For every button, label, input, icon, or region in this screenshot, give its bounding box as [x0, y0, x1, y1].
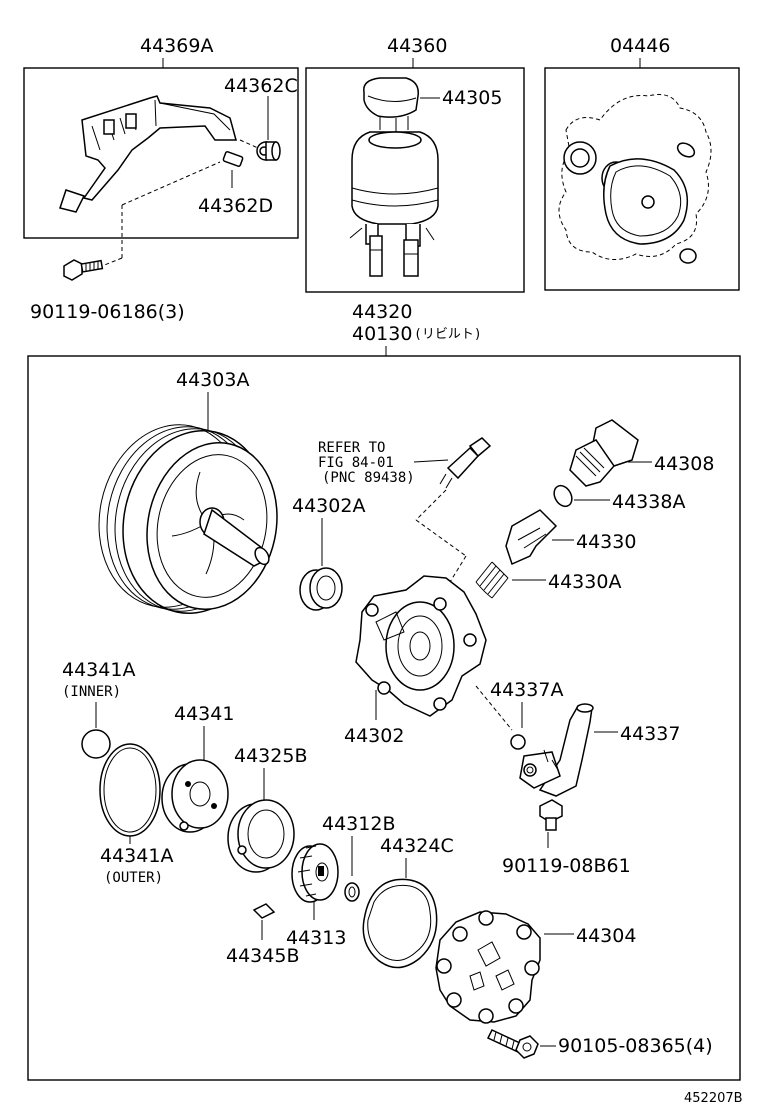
fitting-44308: 44308	[569, 419, 714, 487]
label-44330A[interactable]: 44330A	[548, 571, 621, 593]
union-44337	[519, 703, 594, 797]
reservoir-group: 44360 44305	[305, 35, 525, 293]
bracket-box	[23, 67, 299, 239]
bracket-44369A	[59, 95, 237, 213]
refer-note: REFER TO FIG 84-01 (PNC 89438)	[318, 437, 492, 583]
cushion-44362C	[256, 141, 281, 161]
label-44341A-outer[interactable]: 44341A	[100, 845, 173, 867]
rear-housing-44304	[435, 910, 541, 1024]
label-44305[interactable]: 44305	[442, 87, 502, 109]
label-44320[interactable]: 44320	[352, 301, 412, 323]
rotor-44313	[291, 843, 339, 903]
label-44337[interactable]: 44337	[620, 723, 680, 745]
label-90119-06186[interactable]: 90119-06186(3)	[30, 301, 185, 323]
o-ring-44341A-inner	[81, 729, 111, 759]
gasket-kit-box	[544, 67, 740, 291]
pump-assembly-box	[27, 355, 741, 1081]
label-44312B[interactable]: 44312B	[322, 813, 395, 835]
label-44362D[interactable]: 44362D	[198, 195, 273, 217]
o-ring-44338A: 44338A	[553, 484, 685, 513]
label-44338A[interactable]: 44338A	[612, 491, 685, 513]
side-plate-44341	[161, 759, 229, 833]
bolt-90119-08B61	[539, 799, 563, 848]
pump-housing-44302	[355, 575, 487, 717]
refer-line-3: (PNC 89438)	[322, 470, 415, 486]
label-44325B[interactable]: 44325B	[234, 745, 307, 767]
label-44302[interactable]: 44302	[344, 725, 404, 747]
reservoir-box	[305, 67, 525, 293]
label-44324C[interactable]: 44324C	[380, 835, 454, 857]
label-outer-note: (OUTER)	[104, 870, 163, 886]
spring-44330A: 44330A	[475, 561, 621, 599]
vane-44345B	[252, 903, 276, 919]
label-44337A[interactable]: 44337A	[490, 679, 563, 701]
valve-44330: 44330	[505, 509, 636, 566]
cap-44305	[363, 77, 419, 134]
collar-44362D	[222, 151, 244, 167]
label-44304[interactable]: 44304	[576, 925, 636, 947]
bolt-90105-08365	[486, 1029, 539, 1059]
cam-ring-44325B	[227, 799, 295, 873]
gasket-kit-group: 04446	[544, 35, 740, 291]
label-40130[interactable]: 40130	[352, 323, 412, 345]
label-inner-note: (INNER)	[62, 684, 121, 700]
label-44369A[interactable]: 44369A	[140, 35, 213, 57]
gasket-kit-04446	[558, 94, 712, 264]
o-ring-44337A	[510, 734, 526, 750]
label-44341A-inner[interactable]: 44341A	[62, 659, 135, 681]
label-44360[interactable]: 44360	[387, 35, 447, 57]
gasket-44324C	[362, 878, 438, 969]
label-44308[interactable]: 44308	[654, 453, 714, 475]
o-ring-44341A-outer	[99, 743, 161, 837]
refer-line-2[interactable]: FIG 84-01	[318, 455, 394, 471]
label-90105-08365[interactable]: 90105-08365(4)	[558, 1035, 713, 1057]
label-44330[interactable]: 44330	[576, 531, 636, 553]
figure-id: 452207B	[684, 1091, 743, 1106]
label-44303A[interactable]: 44303A	[176, 369, 249, 391]
snap-ring-44312B	[344, 882, 360, 902]
label-40130-rebuilt-note: (リビルト)	[414, 327, 482, 342]
label-04446[interactable]: 04446	[610, 35, 670, 57]
label-44341[interactable]: 44341	[174, 703, 234, 725]
label-44362C[interactable]: 44362C	[224, 75, 298, 97]
bearing-44302A: 44302A	[292, 495, 365, 611]
label-90119-08B61[interactable]: 90119-08B61	[502, 855, 631, 877]
label-44313[interactable]: 44313	[286, 927, 346, 949]
label-44302A[interactable]: 44302A	[292, 495, 365, 517]
bracket-group: 44369A 44362C 44362D	[23, 35, 299, 323]
label-44345B[interactable]: 44345B	[226, 945, 299, 967]
reservoir-tank-44360	[349, 131, 439, 277]
refer-line-1: REFER TO	[318, 440, 385, 456]
bolt-90119-06186	[63, 259, 104, 281]
pulley-44303A: 44303A	[98, 369, 278, 614]
